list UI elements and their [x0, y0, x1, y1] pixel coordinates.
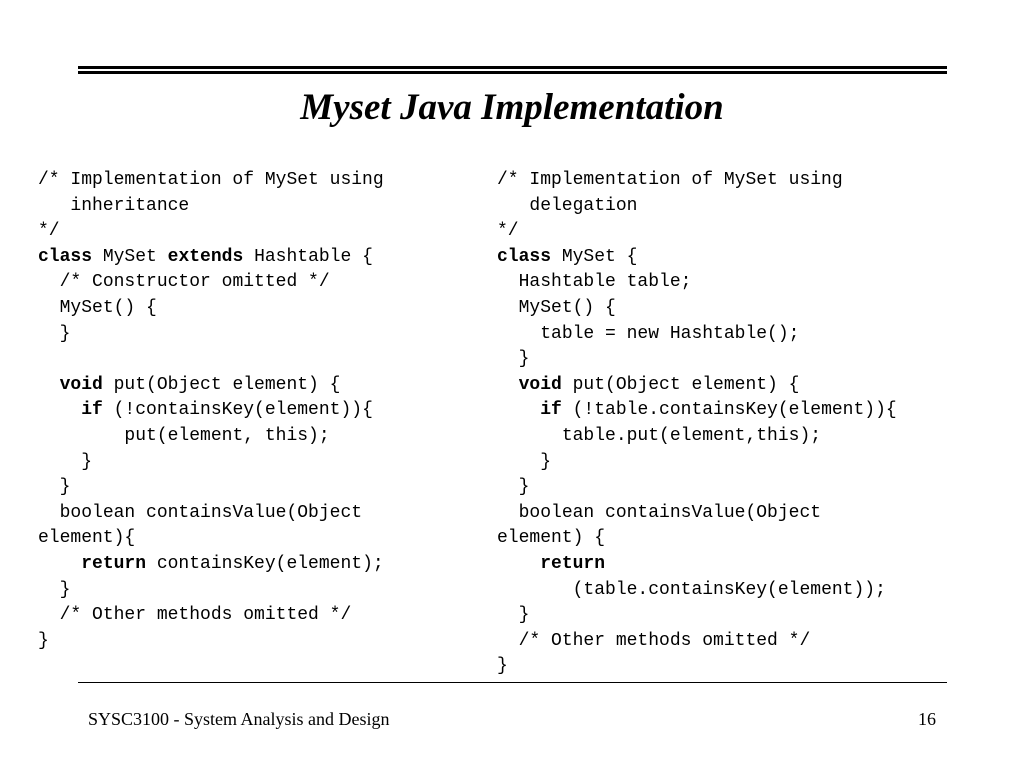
code-line: return [497, 552, 897, 578]
code-line: table = new Hashtable(); [497, 322, 897, 348]
code-text: } [518, 477, 530, 498]
slide-title: Myset Java Implementation [300, 87, 724, 128]
top-rule-thick-lower [78, 71, 947, 74]
code-text: element){ [38, 528, 136, 549]
code-keyword: if [540, 400, 562, 421]
code-line [38, 347, 384, 373]
code-text: put(Object element) { [561, 374, 800, 395]
code-text: } [518, 349, 530, 370]
code-text: } [59, 323, 71, 344]
footer-rule [78, 682, 947, 683]
code-text: } [38, 630, 49, 651]
code-line: return containsKey(element); [38, 552, 384, 578]
code-line: } [497, 347, 897, 373]
code-line: element){ [38, 526, 384, 552]
code-keyword: return [540, 553, 606, 574]
code-text: } [81, 451, 93, 472]
code-keyword: return [81, 553, 147, 574]
code-line: /* Constructor omitted */ [38, 270, 384, 296]
code-line: void put(Object element) { [497, 373, 897, 399]
code-text: */ [38, 221, 60, 242]
code-line: table.put(element,this); [497, 424, 897, 450]
code-text: delegation [529, 195, 638, 216]
code-block-delegation: /* Implementation of MySet using delegat… [497, 168, 897, 680]
code-line: inheritance [38, 194, 384, 220]
code-text: (!table.containsKey(element)){ [561, 400, 897, 421]
code-line: /* Implementation of MySet using [38, 168, 384, 194]
code-text: } [497, 656, 508, 677]
code-keyword: if [81, 400, 103, 421]
code-line: put(element, this); [38, 424, 384, 450]
code-text: */ [497, 221, 519, 242]
code-line: boolean containsValue(Object [497, 501, 897, 527]
code-text: boolean containsValue(Object [518, 502, 822, 523]
code-line: class MySet { [497, 245, 897, 271]
code-line: Hashtable table; [497, 270, 897, 296]
code-line: /* Other methods omitted */ [38, 603, 384, 629]
code-text: } [59, 579, 71, 600]
code-line: delegation [497, 194, 897, 220]
code-line: } [38, 475, 384, 501]
code-line: } [497, 603, 897, 629]
code-line: } [38, 578, 384, 604]
code-keyword: void [518, 374, 562, 395]
code-text: inheritance [70, 195, 190, 216]
code-keyword: extends [167, 246, 244, 267]
code-line: /* Implementation of MySet using [497, 168, 897, 194]
code-text: boolean containsValue(Object [59, 502, 363, 523]
code-text: Hashtable { [243, 246, 373, 267]
code-block-inheritance: /* Implementation of MySet using inherit… [38, 168, 384, 654]
code-line: */ [38, 219, 384, 245]
code-keyword: void [59, 374, 103, 395]
code-text: } [540, 451, 552, 472]
code-line: element) { [497, 526, 897, 552]
code-text: containsKey(element); [146, 553, 384, 574]
code-line: void put(Object element) { [38, 373, 384, 399]
code-text: MySet() { [59, 297, 157, 318]
code-line: */ [497, 219, 897, 245]
code-line: } [38, 450, 384, 476]
code-line: MySet() { [38, 296, 384, 322]
code-line: /* Other methods omitted */ [497, 629, 897, 655]
code-text: put(element, this); [124, 425, 330, 446]
code-line: } [497, 654, 897, 680]
code-line: if (!containsKey(element)){ [38, 398, 384, 424]
footer-course-title: SYSC3100 - System Analysis and Design [88, 709, 390, 729]
code-line: } [497, 475, 897, 501]
code-text: Hashtable table; [518, 272, 692, 293]
code-line: class MySet extends Hashtable { [38, 245, 384, 271]
code-line: } [497, 450, 897, 476]
code-line: boolean containsValue(Object [38, 501, 384, 527]
code-text: } [59, 477, 71, 498]
code-text: } [518, 605, 530, 626]
code-text: /* Implementation of MySet using [38, 170, 384, 190]
code-line: MySet() { [497, 296, 897, 322]
code-text: /* Other methods omitted */ [518, 630, 811, 651]
code-text: element) { [497, 528, 606, 549]
code-text: put(Object element) { [102, 374, 341, 395]
code-line: (table.containsKey(element)); [497, 578, 897, 604]
page-number: 16 [918, 709, 936, 729]
code-text: table = new Hashtable(); [540, 323, 800, 344]
code-text: table.put(element,this); [561, 425, 822, 446]
code-text: MySet [92, 246, 168, 267]
code-line: } [38, 629, 384, 655]
code-keyword: class [38, 246, 93, 267]
code-text: MySet() { [518, 297, 616, 318]
code-line: } [38, 322, 384, 348]
code-text: /* Constructor omitted */ [59, 272, 330, 293]
code-line: if (!table.containsKey(element)){ [497, 398, 897, 424]
code-text: (!containsKey(element)){ [102, 400, 373, 421]
code-text: /* Implementation of MySet using [497, 170, 843, 190]
code-text: MySet { [551, 246, 638, 267]
top-rule-thick-upper [78, 66, 947, 69]
code-text: (table.containsKey(element)); [572, 579, 886, 600]
code-keyword: class [497, 246, 552, 267]
code-text: /* Other methods omitted */ [59, 605, 352, 626]
